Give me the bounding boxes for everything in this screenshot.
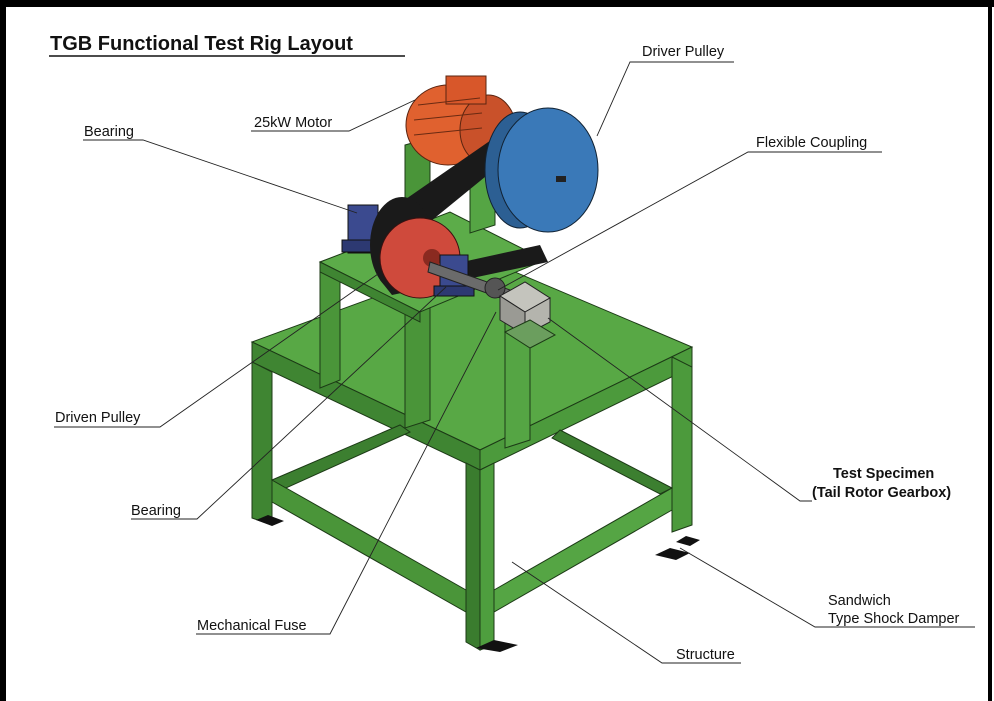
- leader-mechanical-fuse: [196, 311, 497, 635]
- leader-driven-pulley: [54, 273, 379, 428]
- leader-test-specimen: [547, 317, 812, 502]
- leader-bearing-top: [83, 139, 358, 214]
- label-driven-pulley: Driven Pulley: [55, 410, 141, 426]
- label-test-specimen-line1: Test Specimen: [833, 466, 934, 482]
- diagram-title: TGB Functional Test Rig Layout: [50, 33, 353, 55]
- leader-lines: [54, 61, 975, 664]
- label-test-specimen-line2: (Tail Rotor Gearbox): [812, 485, 951, 501]
- structure-frame: [250, 137, 700, 652]
- label-bearing-top: Bearing: [84, 124, 134, 140]
- label-mechanical-fuse: Mechanical Fuse: [197, 618, 307, 634]
- label-motor: 25kW Motor: [254, 115, 332, 131]
- label-damper-line2: Type Shock Damper: [828, 611, 960, 627]
- leader-motor: [251, 99, 416, 132]
- label-bearing-bottom: Bearing: [131, 503, 181, 519]
- tail-rotor-gearbox: [499, 281, 557, 349]
- leader-flexible-coupling: [497, 151, 882, 291]
- label-damper-line1: Sandwich: [828, 593, 891, 609]
- driver-pulley: [484, 107, 599, 233]
- leader-bearing-bottom: [131, 286, 447, 520]
- right-border: [986, 7, 994, 701]
- label-structure: Structure: [676, 647, 735, 663]
- leader-structure: [511, 561, 741, 664]
- leader-damper: [679, 547, 975, 628]
- label-driver-pulley: Driver Pulley: [642, 44, 725, 60]
- label-flexible-coupling: Flexible Coupling: [756, 135, 867, 151]
- leader-driver-pulley: [596, 61, 734, 137]
